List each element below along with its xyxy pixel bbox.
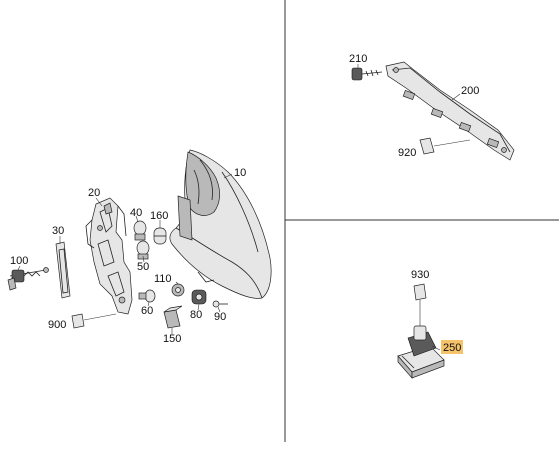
callout-80: 80 [190,309,202,321]
callout-30: 30 [52,225,64,237]
connector-900[interactable] [71,313,117,329]
callout-900: 900 [48,319,66,331]
headlamp-housing[interactable] [169,149,272,299]
callout-50: 50 [137,261,149,273]
screw-90[interactable] [212,300,228,308]
callout-90: 90 [214,311,226,323]
leader-80 [197,303,200,311]
gasket-seal[interactable] [55,241,71,299]
callout-930: 930 [411,269,429,281]
highlight-250 [441,340,463,354]
leader-40 [135,215,139,223]
adjuster-screw[interactable] [7,267,49,291]
module-panel: 930 250 [397,269,463,379]
connector-930[interactable] [413,283,427,326]
bulb-160[interactable] [153,227,167,245]
bolt-210[interactable] [351,67,383,81]
callout-920: 920 [398,147,416,159]
connector-150[interactable] [163,305,183,329]
callout-40: 40 [130,207,142,219]
callout-150: 150 [163,333,181,345]
callout-60: 60 [141,305,153,317]
leader-100 [17,265,21,271]
grommet-110[interactable] [171,283,185,297]
leader-20 [95,197,103,207]
bulb-40[interactable] [133,220,147,241]
callout-110: 110 [154,273,172,285]
callout-200: 200 [461,85,479,97]
callout-250[interactable]: 250 [443,342,461,354]
socket-80[interactable] [191,289,207,305]
bulb-60[interactable] [138,289,156,303]
clip-920[interactable] [419,137,471,155]
electronic-module[interactable] [397,325,445,379]
callout-160: 160 [150,210,168,222]
callout-20: 20 [88,187,100,199]
mounting-bracket[interactable] [85,197,133,315]
leader-90 [217,306,221,313]
callout-100: 100 [10,255,28,267]
callout-210: 210 [349,53,367,65]
leader-60 [147,301,150,307]
leader-110 [175,281,179,285]
leader-200 [451,93,461,101]
mounting-rail-panel: 210 200 920 [349,53,515,161]
leader-10 [223,173,233,179]
leader-50 [142,255,145,263]
callout-10: 10 [234,167,246,179]
headlamp-assembly-panel: 10 20 30 40 160 50 100 110 60 80 90 900 … [7,149,272,345]
mounting-rail[interactable] [385,61,515,161]
leader-250 [431,345,441,351]
